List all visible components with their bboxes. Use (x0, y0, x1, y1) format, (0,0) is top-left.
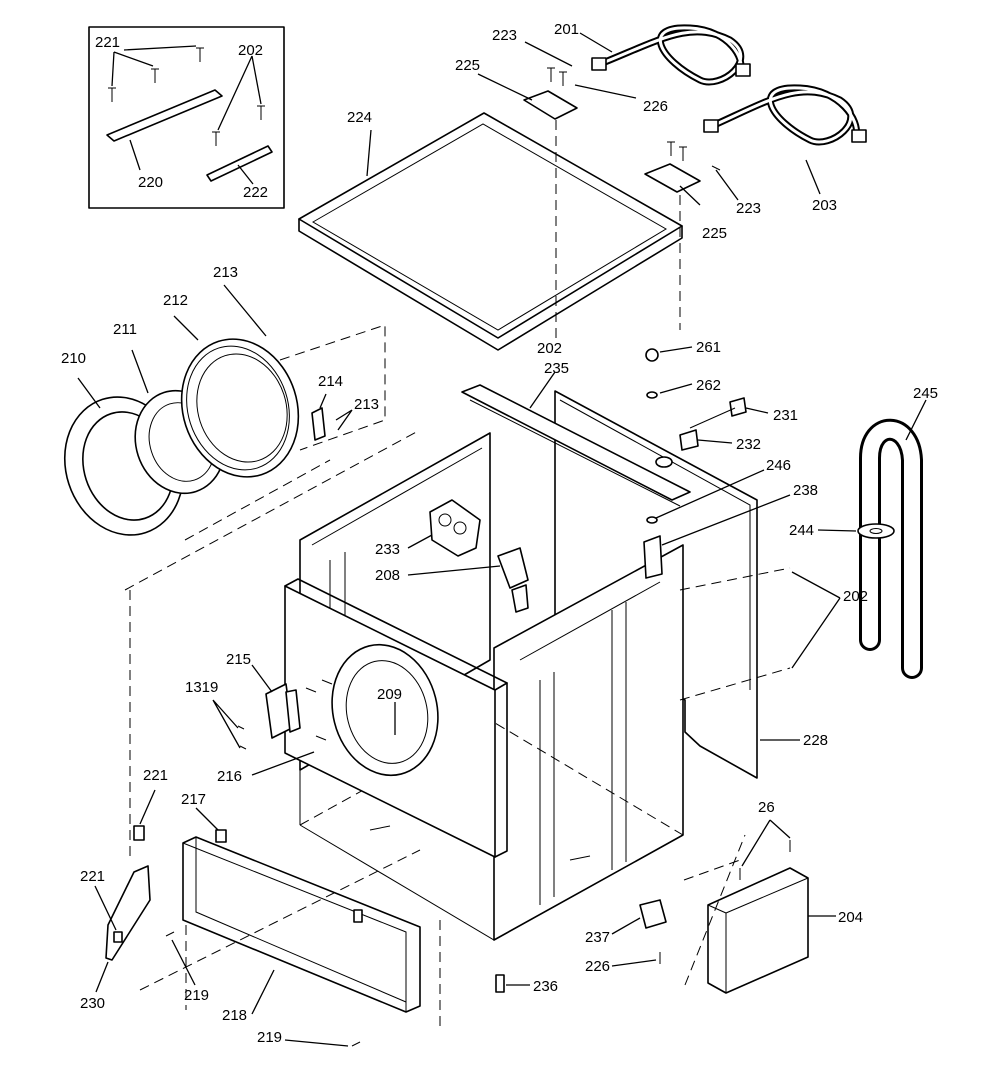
label-211: 211 (113, 321, 137, 338)
label-223: 223 (736, 200, 761, 217)
label-221: 221 (95, 34, 120, 51)
label-209: 209 (377, 686, 402, 703)
label-223: 223 (492, 27, 517, 44)
label-220: 220 (138, 174, 163, 191)
label-232: 232 (736, 436, 761, 453)
part-labels: 221 202 220 222 223 201 225 226 224 223 … (61, 21, 938, 1046)
hinge-parts (212, 664, 333, 776)
kick-panel (94, 590, 441, 1047)
label-221: 221 (80, 868, 105, 885)
inlet-hose-201 (579, 24, 751, 86)
hose-brackets (477, 41, 739, 340)
label-217: 217 (181, 791, 206, 808)
label-224: 224 (347, 109, 372, 126)
inset-detail (88, 26, 285, 209)
label-201: 201 (554, 21, 579, 38)
door-assembly (63, 284, 421, 591)
top-panel (298, 112, 683, 351)
cabinet (284, 371, 758, 941)
label-215: 215 (226, 651, 251, 668)
label-226: 226 (585, 958, 610, 975)
label-245: 245 (913, 385, 938, 402)
label-213: 213 (213, 264, 238, 281)
label-246: 246 (766, 457, 791, 474)
water-valves (394, 499, 529, 735)
label-230: 230 (80, 995, 105, 1012)
label-261: 261 (696, 339, 721, 356)
label-219: 219 (184, 987, 209, 1004)
label-235: 235 (544, 360, 569, 377)
label-262: 262 (696, 377, 721, 394)
label-238: 238 (793, 482, 818, 499)
label-237: 237 (585, 929, 610, 946)
label-225: 225 (455, 57, 480, 74)
label-203: 203 (812, 197, 837, 214)
label-236: 236 (533, 978, 558, 995)
label-226: 226 (643, 98, 668, 115)
label-244: 244 (789, 522, 814, 539)
right-side-parts (643, 346, 927, 741)
label-26: 26 (758, 799, 775, 816)
label-204: 204 (838, 909, 863, 926)
label-222: 222 (243, 184, 268, 201)
label-218: 218 (222, 1007, 247, 1024)
label-212: 212 (163, 292, 188, 309)
label-228: 228 (803, 732, 828, 749)
inlet-hose-203 (703, 84, 867, 195)
label-213: 213 (354, 396, 379, 413)
label-202: 202 (843, 588, 868, 605)
label-216: 216 (217, 768, 242, 785)
label-214: 214 (318, 373, 343, 390)
label-221: 221 (143, 767, 168, 784)
label-1319: 1319 (185, 679, 218, 696)
label-208: 208 (375, 567, 400, 584)
label-233: 233 (375, 541, 400, 558)
label-202: 202 (537, 340, 562, 357)
bottom-parts (495, 819, 836, 994)
label-219: 219 (257, 1029, 282, 1046)
label-231: 231 (773, 407, 798, 424)
label-202: 202 (238, 42, 263, 59)
label-210: 210 (61, 350, 86, 367)
label-225: 225 (702, 225, 727, 242)
